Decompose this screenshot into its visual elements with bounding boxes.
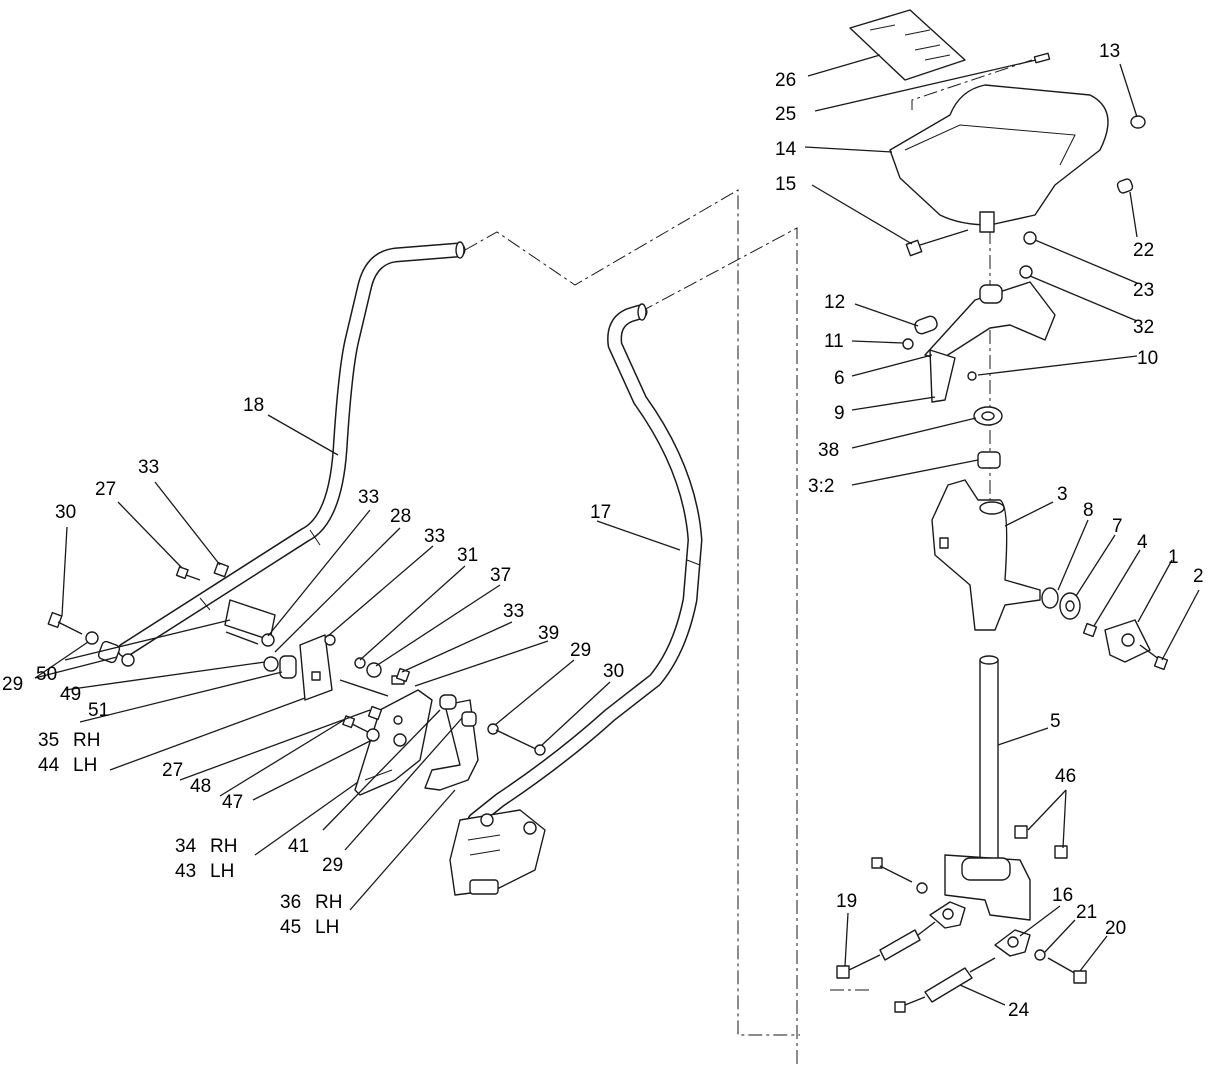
label-33-d: 33: [503, 601, 524, 622]
label-35: 35: [38, 730, 59, 751]
label-26: 26: [775, 70, 796, 91]
label-49: 49: [60, 684, 81, 705]
label-45-side: LH: [315, 917, 339, 938]
label-44-side: LH: [73, 755, 97, 776]
label-2: 2: [1193, 566, 1204, 587]
control-handle-17: [467, 303, 703, 828]
label-29-a: 29: [2, 674, 23, 695]
label-10: 10: [1137, 348, 1158, 369]
label-51: 51: [88, 700, 109, 721]
label-50: 50: [36, 664, 57, 685]
label-34: 34: [175, 836, 197, 857]
label-33-a: 33: [138, 457, 159, 478]
control-handle-18: [117, 241, 466, 658]
label-24: 24: [1008, 1000, 1030, 1021]
label-44: 44: [38, 755, 60, 776]
label-18: 18: [243, 395, 264, 416]
label-1: 1: [1168, 547, 1179, 568]
label-31: 31: [457, 545, 478, 566]
label-9: 9: [834, 403, 845, 424]
label-36-side: RH: [315, 892, 342, 913]
label-15: 15: [775, 174, 796, 195]
label-41: 41: [288, 836, 309, 857]
label-27-b: 27: [162, 760, 183, 781]
label-19: 19: [836, 891, 857, 912]
label-46: 46: [1055, 766, 1076, 787]
label-22: 22: [1133, 240, 1154, 261]
label-33-b: 33: [358, 487, 379, 508]
left-linkage-parts: [47, 561, 546, 896]
label-43: 43: [175, 861, 196, 882]
label-23: 23: [1133, 280, 1154, 301]
label-14: 14: [775, 139, 797, 160]
center-lines: [464, 59, 1033, 1068]
label-30-b: 30: [603, 661, 624, 682]
label-35-side: RH: [73, 730, 100, 751]
label-16: 16: [1052, 885, 1073, 906]
label-11: 11: [824, 331, 844, 352]
label-43-side: LH: [210, 861, 234, 882]
label-21: 21: [1076, 902, 1097, 923]
label-29-b: 29: [570, 640, 591, 661]
right-steering-parts: [836, 9, 1169, 1013]
label-3: 3: [1057, 484, 1068, 505]
label-30-a: 30: [55, 502, 76, 523]
label-38: 38: [818, 440, 839, 461]
label-28: 28: [390, 506, 411, 527]
label-32: 32: [1133, 317, 1154, 338]
label-20: 20: [1105, 918, 1126, 939]
label-45: 45: [280, 917, 301, 938]
label-27-a: 27: [95, 479, 116, 500]
label-8: 8: [1083, 500, 1094, 521]
label-47: 47: [222, 792, 243, 813]
leader-lines: [34, 54, 1200, 1006]
label-5: 5: [1050, 711, 1061, 732]
label-6: 6: [834, 368, 845, 389]
label-36: 36: [280, 892, 301, 913]
label-3-2: 3:2: [808, 476, 834, 497]
label-48: 48: [190, 776, 211, 797]
label-37: 37: [490, 565, 511, 586]
label-39: 39: [538, 623, 559, 644]
label-12: 12: [824, 292, 845, 313]
label-25: 25: [775, 104, 796, 125]
part-labels: 26 25 14 15 13 22 23 32 12 11 6 10 9 38 …: [2, 41, 1204, 1021]
label-13: 13: [1099, 41, 1120, 62]
label-33-c: 33: [424, 526, 445, 547]
label-17: 17: [590, 502, 611, 523]
label-4: 4: [1137, 532, 1148, 553]
label-29-c: 29: [322, 855, 343, 876]
label-7: 7: [1112, 516, 1123, 537]
label-34-side: RH: [210, 836, 237, 857]
